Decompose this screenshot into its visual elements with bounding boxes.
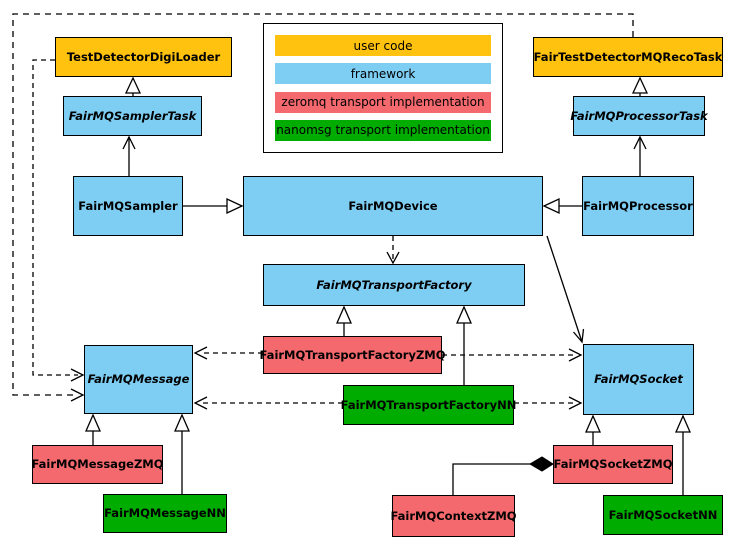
edge-transportfactoryzmq-message [193,346,263,360]
edge-digiloader-message [32,59,85,382]
class-box-fairmqcontextzmq[interactable]: FairMQContextZMQ [390,495,517,537]
edge-transportfactorynn-message [193,396,343,410]
edge-transportfactorynn-socket [514,396,583,410]
hollow-triangle-icon [85,413,101,432]
edge-processortask-recotask [631,76,649,96]
edge-processor-device [542,197,582,215]
edge-socketnn-socket [675,414,691,495]
open-arrowhead-icon [70,368,85,382]
class-box-fairmqmessage[interactable]: FairMQMessage [84,345,193,414]
class-label: FairMQMessageNN [104,506,226,521]
legend-label: user code [353,38,413,53]
hollow-triangle-icon [226,197,244,215]
hollow-triangle-icon [542,197,560,215]
edge-contextzmq-socketzmq [452,456,554,495]
edge-device-socket [546,235,585,344]
class-label: FairMQMessage [87,372,190,387]
open-arrowhead-icon [633,135,647,150]
class-box-fairmqprocessor[interactable]: FairMQProcessor [582,176,694,236]
edge-line [12,13,634,396]
class-box-fairmqdevice[interactable]: FairMQDevice [243,176,543,236]
class-box-fairmqtransportfactory[interactable]: FairMQTransportFactory [263,264,525,306]
class-box-fairmqmessagenn[interactable]: FairMQMessageNN [103,494,227,533]
edge-transportfactorynn-transportfactory [456,305,472,385]
edge-socketzmq-socket [585,414,601,445]
class-label: FairMQContextZMQ [390,508,517,523]
open-arrowhead-icon [573,328,585,344]
class-box-fairmqsocketzmq[interactable]: FairMQSocketZMQ [553,445,673,484]
hollow-triangle-icon [631,76,649,94]
class-label: FairMQProcessor [583,198,693,213]
open-arrowhead-icon [193,396,208,410]
filled-diamond-icon [529,456,554,472]
class-label: FairMQSampler [78,198,178,213]
edge-messagezmq-message [85,413,101,445]
class-label: FairMQTransportFactoryNN [340,397,517,412]
class-label: FairMQSocketZMQ [553,457,673,472]
edge-sampler-samplertask [122,135,136,176]
hollow-triangle-icon [456,305,472,324]
legend-label: nanomsg transport implementation [276,123,490,138]
edge-line [546,235,583,343]
edge-line [452,463,531,495]
legend-item-zeromq: zeromq transport implementation [275,91,491,113]
class-box-fairtestdetectormqrecotask[interactable]: FairTestDetectorMQRecoTask [533,37,723,77]
class-box-fairmqsampler[interactable]: FairMQSampler [73,176,183,236]
class-box-fairmqtransportfactorynn[interactable]: FairMQTransportFactoryNN [340,385,517,425]
class-label: FairMQSamplerTask [68,108,197,123]
class-label: FairMQProcessorTask [570,108,708,123]
legend-label: framework [350,66,416,81]
class-box-fairmqsamplertask[interactable]: FairMQSamplerTask [63,96,202,136]
edge-messagenn-message [174,413,190,494]
edge-device-transportfactory [386,236,400,265]
class-label: FairMQTransportFactory [316,277,472,292]
class-label: FairMQSocket [594,372,683,387]
legend-label: zeromq transport implementation [281,95,485,110]
class-box-fairmqmessagezmq[interactable]: FairMQMessageZMQ [31,445,164,484]
legend-item-nanomsg: nanomsg transport implementation [275,119,491,141]
class-label: TestDetectorDigiLoader [66,49,221,64]
edge-sampler-device [183,197,244,215]
class-box-fairmqsocket[interactable]: FairMQSocket [583,344,694,415]
class-label: FairTestDetectorMQRecoTask [533,49,723,64]
hollow-triangle-icon [174,413,190,432]
hollow-triangle-icon [585,414,601,433]
edge-transportfactoryzmq-transportfactory [336,305,352,336]
legend-item-framework: framework [275,63,491,85]
class-box-fairmqprocessortask[interactable]: FairMQProcessorTask [570,96,708,136]
open-arrowhead-icon [122,135,136,150]
class-box-fairmqtransportfactoryzmq[interactable]: FairMQTransportFactoryZMQ [260,336,446,374]
legend-item-user-code: user code [275,35,491,57]
class-label: FairMQMessageZMQ [31,457,164,472]
open-arrowhead-icon [386,251,400,265]
hollow-triangle-icon [124,76,142,94]
hollow-triangle-icon [336,305,352,324]
class-box-fairmqsocketnn[interactable]: FairMQSocketNN [603,495,723,535]
class-label: FairMQDevice [348,198,438,213]
edge-line [32,59,78,376]
open-arrowhead-icon [568,396,583,410]
edge-transportfactoryzmq-socket [442,348,583,362]
open-arrowhead-icon [193,346,208,360]
open-arrowhead-icon [568,348,583,362]
legend: user code framework zeromq transport imp… [263,23,503,153]
class-label: FairMQTransportFactoryZMQ [259,347,446,362]
hollow-triangle-icon [675,414,691,433]
edge-processor-processortask [633,135,647,176]
edge-recotask-message [12,13,634,402]
class-box-testdetectordigiloader[interactable]: TestDetectorDigiLoader [55,37,232,77]
class-label: FairMQSocketNN [608,507,718,522]
open-arrowhead-icon [70,388,85,402]
edge-samplertask-digiloader [124,76,142,96]
